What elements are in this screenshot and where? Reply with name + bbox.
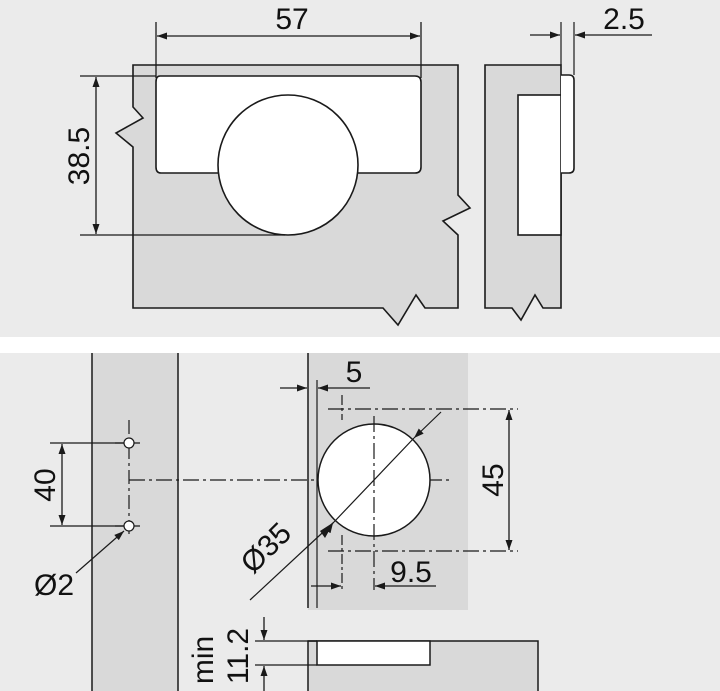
pilot-hole-top	[123, 437, 135, 449]
pilot-diameter-leader	[75, 530, 125, 574]
section-view	[255, 617, 539, 691]
plate-height-dim-label: 45	[477, 463, 510, 496]
width-dim-label: 57	[275, 3, 308, 36]
top-side-view	[484, 22, 652, 322]
cup-diameter-dimension	[249, 411, 442, 601]
height-dimension	[80, 75, 285, 236]
section-cup-recess	[316, 640, 431, 666]
panel-separator	[0, 337, 720, 353]
min-thickness-dim-label: 11.2	[222, 628, 255, 684]
cup-offset-dim-label: 9.5	[390, 556, 432, 589]
pilot-hole-bottom	[123, 520, 135, 532]
min-thickness-label: min	[187, 636, 220, 684]
side-cutout	[517, 94, 562, 236]
side-hinge-lip	[561, 74, 575, 174]
plate-height-dimension	[328, 408, 518, 552]
hinge-cup-circle	[217, 94, 359, 236]
width-dimension	[155, 22, 422, 78]
height-dim-label: 38.5	[63, 127, 96, 185]
cup-diameter-arrow-lower	[320, 522, 334, 538]
cabinet-side-strip	[92, 353, 178, 691]
pilot-spacing-dim-label: 40	[29, 468, 62, 501]
edge-distance-dimension	[280, 380, 370, 608]
top-front-view	[114, 64, 472, 327]
side-offset-dim-label: 2.5	[603, 3, 645, 36]
edge-distance-dim-label: 5	[346, 356, 363, 389]
pilot-spacing-dimension	[50, 442, 124, 527]
pilot-diameter-dim-label: Ø2	[34, 569, 74, 602]
cup-offset-dimension	[311, 535, 436, 590]
